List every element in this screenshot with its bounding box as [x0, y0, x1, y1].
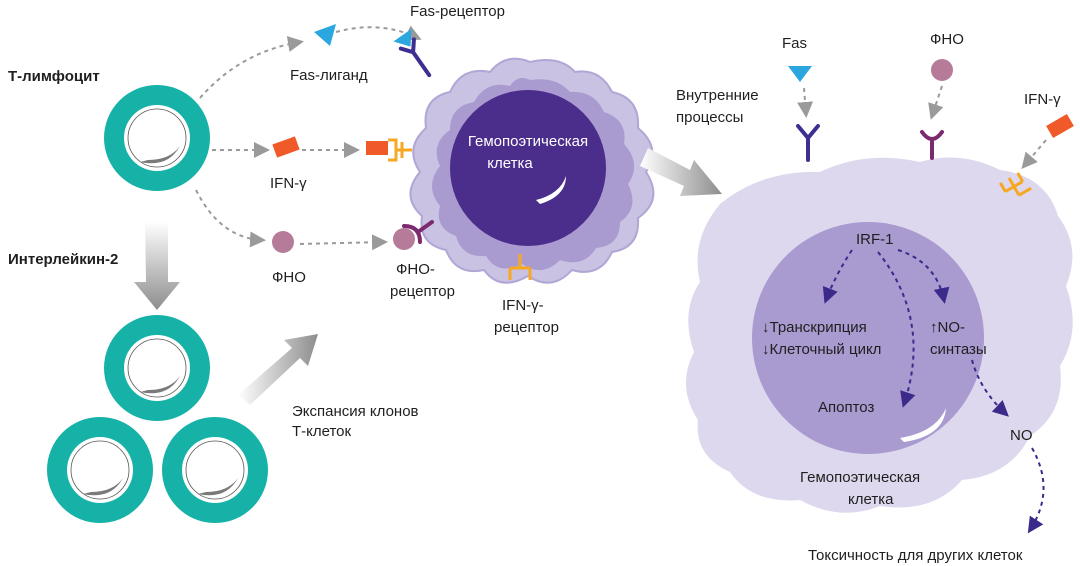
cell-left-label-1: Гемопоэтическая: [468, 133, 588, 150]
no-to-toxicity: [1027, 447, 1045, 534]
ifn-receptor-label-2: рецептор: [494, 319, 559, 336]
t-clone-left: [47, 417, 153, 523]
ifn-label-right: IFN-γ: [1024, 91, 1061, 108]
fno-receptor-right: [920, 130, 944, 160]
fno-label: ФНО: [272, 269, 306, 286]
cell-cycle-label: ↓Клеточный цикл: [762, 341, 881, 358]
irf-label: IRF-1: [856, 231, 894, 248]
no-synthase-label-1: ↑NO-: [930, 319, 965, 336]
expansion-label-2: Т-клеток: [292, 423, 352, 440]
t-lymphocyte: [104, 85, 210, 191]
ifn-arrow-right: [1021, 139, 1047, 170]
irf-to-synthase: [897, 249, 950, 304]
interleukin-arrow: [134, 222, 180, 310]
no-label: NO: [1010, 427, 1033, 444]
fno-molecule: [272, 231, 294, 253]
hematopoietic-cell-left: [409, 57, 655, 284]
cell-right-label-2: клетка: [848, 491, 894, 508]
fas-ligand-triangle: [314, 24, 336, 46]
internal-process-arrow: [640, 148, 722, 196]
internal-label-2: процессы: [676, 109, 743, 126]
fno-label-right: ФНО: [930, 31, 964, 48]
t-clone-right: [162, 417, 268, 523]
apoptosis-label: Апоптоз: [818, 399, 874, 416]
fno-receptor-bound: [393, 220, 434, 250]
fas-label: Fas: [782, 35, 807, 52]
fas-receptor-right: [796, 124, 820, 162]
fas-receptor: [393, 28, 432, 78]
fno-receptor-label-1: ФНО-: [396, 261, 435, 278]
hematopoietic-cell-right: [685, 157, 1073, 513]
cell-left-label-2: клетка: [487, 155, 533, 172]
internal-label-1: Внутренние: [676, 87, 759, 104]
ifn-gamma-label: IFN-γ: [270, 175, 307, 192]
fas-triangle: [788, 66, 812, 82]
irf-to-transcription: [822, 249, 853, 304]
no-synthase-label-2: синтазы: [930, 341, 987, 358]
cell-right-label-1: Гемопоэтическая: [800, 469, 920, 486]
ifn-receptor-label-1: IFN-γ-: [502, 297, 544, 314]
fas-ligand-path: [199, 36, 304, 99]
t-lymphocyte-label: Т-лимфоцит: [8, 68, 100, 85]
ifn-receptor-right: [999, 172, 1032, 197]
toxicity-label: Токсичность для других клеток: [808, 547, 1023, 564]
fno-arrow-right: [928, 85, 944, 120]
irf-to-apoptosis: [877, 251, 916, 408]
ifn-gamma-molecule-right: [1046, 113, 1074, 139]
ifn-gamma-receptor-free: [508, 254, 532, 280]
interleukin-label: Интерлейкин-2: [8, 251, 118, 268]
ifn-gamma-receptor-bound: [366, 138, 412, 162]
t-clone-top: [104, 315, 210, 421]
fno-receptor-label-2: рецептор: [390, 283, 455, 300]
expansion-arrow: [238, 334, 318, 405]
transcription-label: ↓Транскрипция: [762, 319, 867, 336]
fas-receptor-label: Fas-рецептор: [410, 3, 505, 20]
synthase-to-no: [971, 359, 1009, 417]
fas-arrow-right: [797, 87, 814, 118]
expansion-label-1: Экспансия клонов: [292, 403, 419, 420]
fno-molecule-right: [931, 59, 953, 81]
ifn-gamma-molecule: [272, 136, 300, 158]
fno-to-receptor: [299, 234, 388, 251]
fno-path: [195, 189, 266, 248]
fas-ligand-label: Fas-лиганд: [290, 67, 368, 84]
